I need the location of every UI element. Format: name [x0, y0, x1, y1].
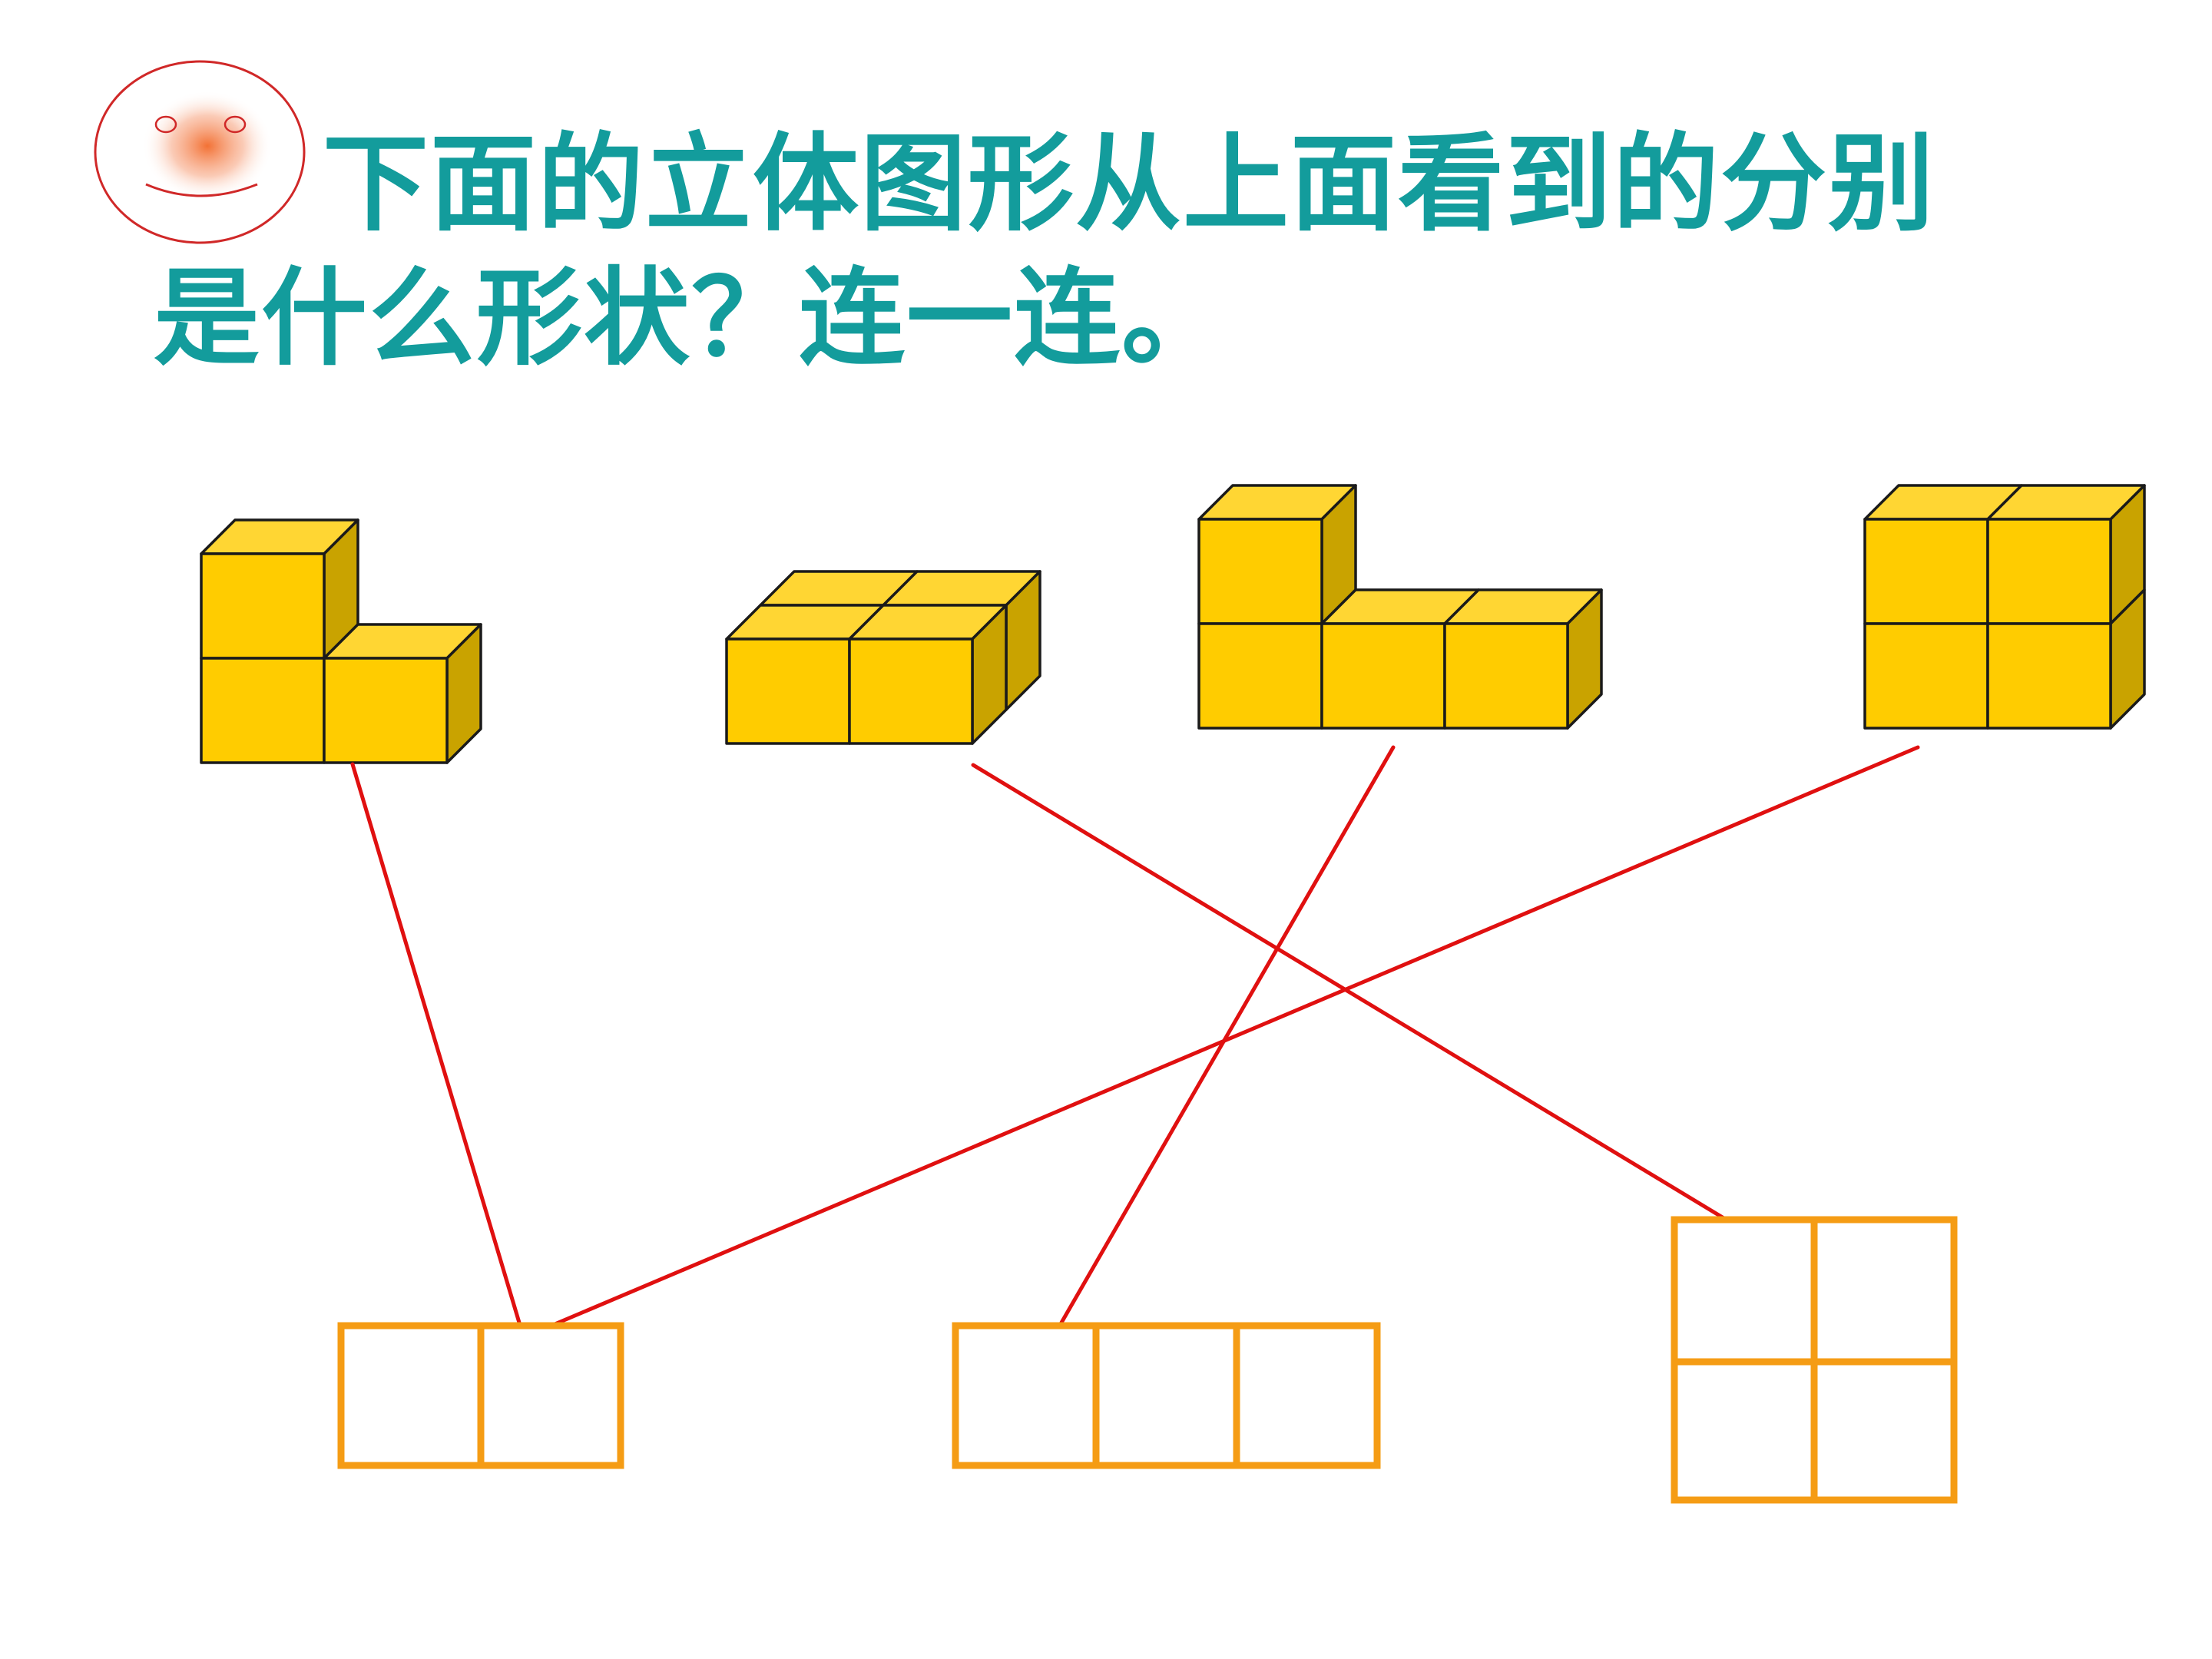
view-square — [477, 1322, 624, 1469]
view-2x2-four-squares[interactable] — [1671, 1216, 1958, 1504]
cube-face-front — [725, 637, 851, 745]
solid-1-l-shaped-cube-stack[interactable] — [200, 518, 482, 764]
solid-4-two-by-two-cube-wall[interactable] — [1863, 484, 2146, 730]
cube-face-front — [1863, 622, 1989, 730]
cube-face-front — [1986, 622, 2112, 730]
connector-solid-4-to-view-1x2[interactable] — [551, 745, 1920, 1327]
view-square — [1092, 1322, 1240, 1469]
view-square — [1810, 1358, 1958, 1504]
cube-face-front — [1986, 518, 2112, 625]
view-square — [1233, 1322, 1381, 1469]
view-1x2-two-squares[interactable] — [337, 1322, 624, 1469]
page-title-line-1: 下面的立体图形从上面看到的分别 — [323, 121, 1936, 246]
smiley-face-icon — [94, 60, 306, 244]
cube-face-front — [1197, 518, 1323, 625]
view-square — [952, 1322, 1100, 1469]
solid-3-three-cube-row-with-back-tower[interactable] — [1197, 484, 1603, 730]
solid-2-two-by-two-flat-block[interactable] — [725, 570, 1041, 745]
view-1x3-three-squares[interactable] — [952, 1322, 1381, 1469]
view-square — [337, 1322, 485, 1469]
cube-face-front — [1197, 622, 1323, 730]
cube-face-front — [1443, 622, 1569, 730]
connector-solid-3-to-view-1x3[interactable] — [1059, 745, 1396, 1325]
cube-face-front — [848, 637, 974, 745]
page-title-line-2: 是什么形状？连一连。 — [154, 255, 1230, 380]
answer-connectors — [350, 745, 1920, 1327]
cube-face-front — [1863, 518, 1989, 625]
cube-face-front — [323, 657, 449, 764]
cube-face-front — [1320, 622, 1446, 730]
view-square — [1671, 1216, 1818, 1366]
cube-face-front — [200, 552, 326, 660]
cube-face-front — [200, 657, 326, 764]
connector-solid-2-to-view-2x2[interactable] — [971, 763, 1727, 1221]
view-square — [1671, 1358, 1818, 1504]
connector-solid-1-to-view-1x2[interactable] — [350, 762, 522, 1325]
view-square — [1810, 1216, 1958, 1366]
